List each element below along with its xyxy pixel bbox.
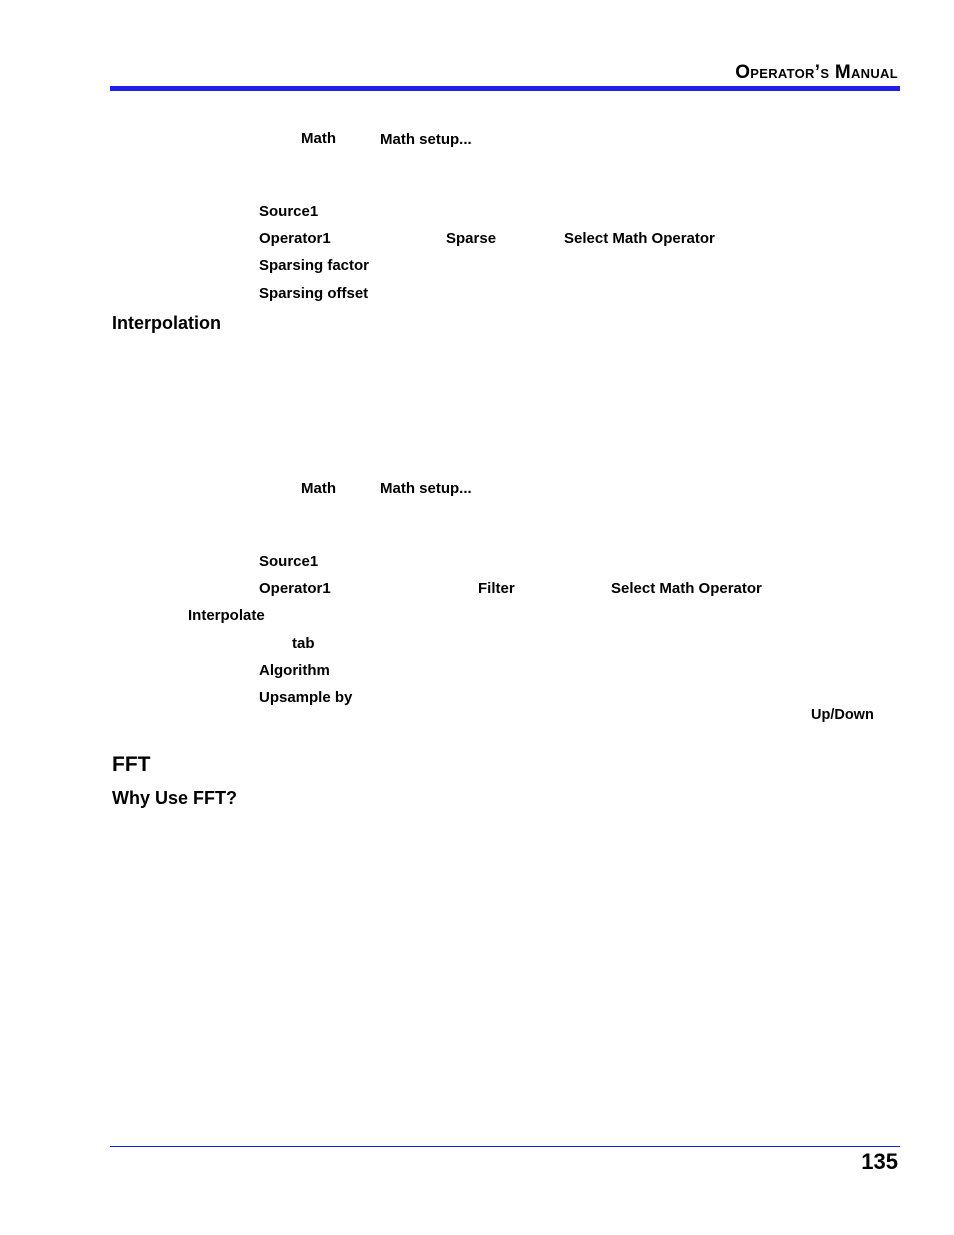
interpolate-label: Interpolate: [188, 607, 265, 624]
page-number: 135: [861, 1149, 898, 1174]
math-menu-label: Math: [301, 130, 336, 147]
tab-label: tab: [292, 635, 315, 652]
algorithm-label: Algorithm: [259, 662, 330, 679]
math-setup-menu-item: Math setup...: [380, 131, 472, 148]
footer-rule: [110, 1146, 900, 1147]
filter-operator-value: Filter: [478, 580, 515, 597]
math-setup-menu-item-2: Math setup...: [380, 480, 472, 497]
up-down-label: Up/Down: [811, 707, 874, 723]
fft-heading: FFT: [112, 753, 151, 776]
select-math-operator-menu: Select Math Operator: [564, 230, 715, 247]
source1-label-2: Source1: [259, 553, 319, 570]
running-header-title: Operator’s Manual: [735, 62, 898, 83]
why-use-fft-heading: Why Use FFT?: [112, 788, 237, 808]
sparsing-offset-label: Sparsing offset: [259, 285, 369, 302]
header-rule: [110, 86, 900, 91]
sparse-operator-value: Sparse: [446, 230, 497, 247]
upsample-by-label: Upsample by: [259, 689, 353, 706]
select-math-operator-menu-2: Select Math Operator: [611, 580, 762, 597]
operator1-label: Operator1: [259, 230, 331, 247]
math-menu-label-2: Math: [301, 480, 336, 497]
source1-label: Source1: [259, 203, 319, 220]
interpolation-heading: Interpolation: [112, 313, 221, 333]
sparsing-factor-label: Sparsing factor: [259, 257, 370, 274]
operator1-label-2: Operator1: [259, 580, 331, 597]
